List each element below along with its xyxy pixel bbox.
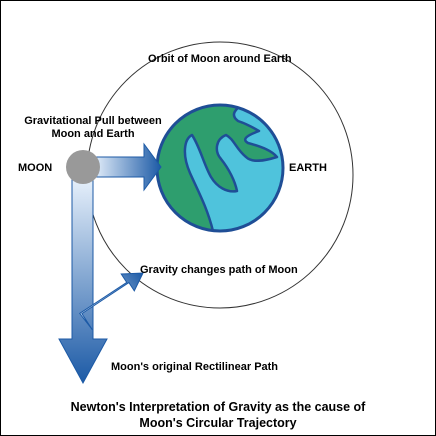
gravity-changes-label: Gravity changes path of Moon <box>140 264 298 276</box>
gravitational-pull-label-line2: Moon and Earth <box>51 128 135 140</box>
earth-globe <box>155 103 285 233</box>
gravitational-pull-label-line1: Gravitational Pull between <box>24 115 162 127</box>
moon-circle <box>66 150 100 184</box>
diagram-caption: Newton's Interpretation of Gravity as th… <box>46 399 390 431</box>
earth-label: EARTH <box>289 162 327 174</box>
rectilinear-path-arrow <box>58 178 108 385</box>
gravitational-pull-label: Gravitational Pull between Moon and Eart… <box>18 115 168 141</box>
gravitational-pull-arrow <box>92 142 162 192</box>
rectilinear-path-label: Moon's original Rectilinear Path <box>111 361 279 373</box>
moon-label: MOON <box>18 162 53 174</box>
caption-line1: Newton's Interpretation of Gravity as th… <box>70 400 366 414</box>
orbit-label: Orbit of Moon around Earth <box>148 53 292 65</box>
caption-line2: Moon's Circular Trajectory <box>139 416 297 430</box>
gravity-changes-arrow <box>78 272 144 331</box>
